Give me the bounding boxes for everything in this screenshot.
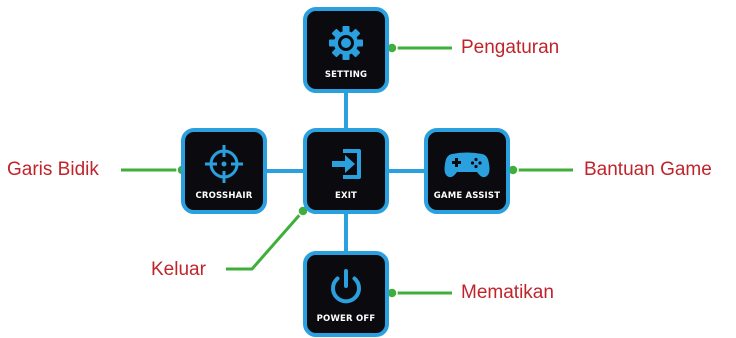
crosshair-button[interactable]: CROSSHAIR	[181, 128, 267, 214]
setting-label: SETTING	[324, 70, 368, 80]
power-icon	[331, 269, 361, 304]
exit-label: EXIT	[334, 191, 358, 201]
crosshair-label: CROSSHAIR	[195, 191, 253, 201]
gear-icon	[329, 26, 363, 60]
crosshair-icon	[205, 145, 243, 183]
exit-icon	[332, 149, 361, 179]
gamepad-icon	[444, 152, 490, 178]
exit-button[interactable]: EXIT	[303, 128, 389, 214]
game-assist-label: GAME ASSIST	[433, 191, 501, 201]
callout-power-off: Mematikan	[461, 282, 554, 303]
callout-game-assist: Bantuan Game	[584, 159, 712, 180]
callout-setting: Pengaturan	[461, 37, 560, 58]
callout-crosshair: Garis Bidik	[7, 159, 99, 180]
callout-exit: Keluar	[151, 259, 206, 280]
power-off-label: POWER OFF	[316, 314, 376, 324]
leader-line-exit	[226, 210, 305, 271]
setting-button[interactable]: SETTING	[303, 7, 389, 93]
power-off-button[interactable]: POWER OFF	[303, 251, 389, 337]
game-assist-button[interactable]: GAME ASSIST	[424, 128, 510, 214]
